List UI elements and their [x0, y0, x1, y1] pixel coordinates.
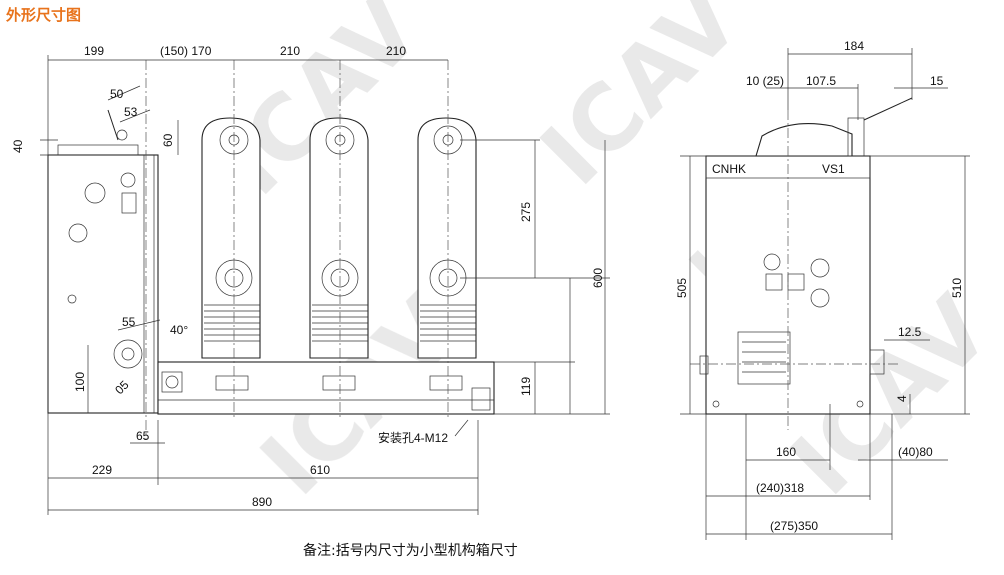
footnote: 备注:括号内尺寸为小型机构箱尺寸	[303, 543, 518, 559]
mechanism-box	[47, 154, 159, 414]
dim-40-80: (40)80	[898, 445, 933, 459]
dim-119: 119	[519, 377, 533, 396]
dim-53: 53	[124, 105, 138, 119]
dim-12-5: 12.5	[898, 325, 922, 339]
dim-65: 65	[136, 429, 150, 443]
pole-3	[417, 117, 477, 391]
dim-229: 229	[92, 463, 112, 477]
dim-40-degree: 40°	[170, 323, 188, 337]
dim-100: 100	[73, 372, 87, 392]
dim-15: 15	[930, 74, 944, 88]
dim-107-5: 107.5	[806, 74, 836, 88]
dim-4: 4	[895, 395, 909, 402]
dim-210-b: 210	[386, 44, 406, 58]
dim-505: 505	[675, 278, 689, 298]
dim-600: 600	[591, 268, 605, 288]
dim-10-25: 10 (25)	[746, 74, 784, 88]
dim-210-a: 210	[280, 44, 300, 58]
front-view: 199 (150) 170 210 210 50 53 60 40 275 60…	[11, 44, 610, 515]
dim-55: 55	[122, 315, 136, 329]
dim-50: 50	[110, 87, 124, 101]
dim-199: 199	[84, 44, 104, 58]
dim-160: 160	[776, 445, 796, 459]
dim-60: 60	[161, 133, 175, 147]
dim-890: 890	[252, 495, 272, 509]
pole-2	[309, 117, 369, 391]
brand-label: CNHK	[712, 162, 746, 176]
dim-150-170: (150) 170	[160, 44, 212, 58]
dim-610: 610	[310, 463, 330, 477]
pole-1	[201, 117, 261, 391]
model-label: VS1	[822, 162, 845, 176]
dim-40: 40	[11, 139, 25, 153]
drawing-title: 外形尺寸图	[6, 6, 82, 24]
top-mechanism	[755, 123, 853, 157]
base-frame	[157, 361, 495, 415]
dim-275: 275	[519, 202, 533, 222]
dim-510: 510	[950, 278, 964, 298]
side-view: CNHK VS1	[675, 39, 970, 540]
dim-184: 184	[844, 39, 864, 53]
dim-240-318: (240)318	[756, 481, 804, 495]
mount-hole-label: 安装孔4-M12	[378, 430, 448, 445]
dim-275-350: (275)350	[770, 519, 818, 533]
